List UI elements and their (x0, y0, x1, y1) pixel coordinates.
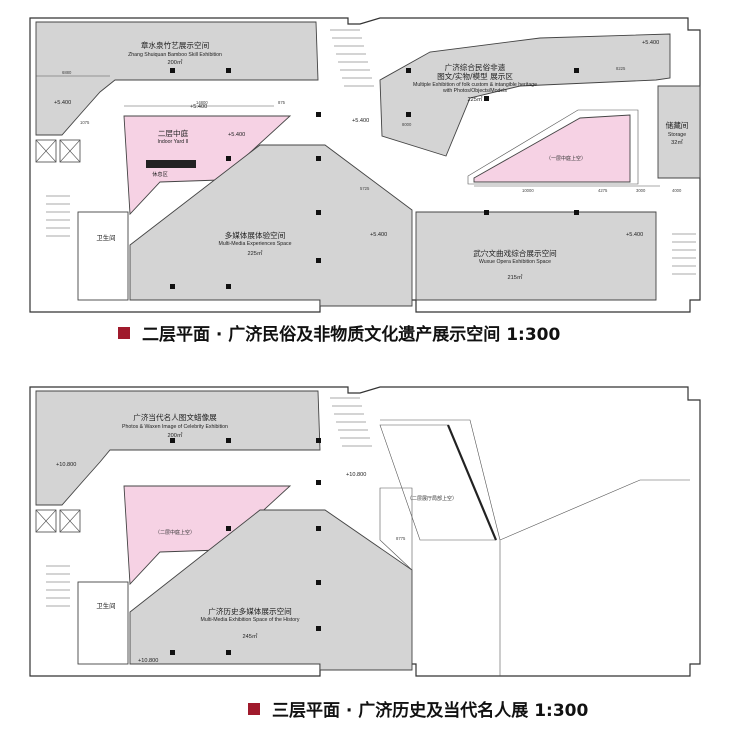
room-celebrity-exhibition (35, 390, 321, 506)
dimension: 3000 (636, 188, 646, 193)
roof-outline (380, 419, 690, 676)
dimension: 4000 (672, 188, 682, 193)
outer-wall (29, 386, 701, 677)
second-floor-plan: 章水泉竹艺展示空间 Zhang Shuiquan Bamboo Skill Ex… (29, 17, 701, 345)
plan-caption: 三层平面 · 广济历史及当代名人展 1:300 (272, 700, 588, 721)
room-label-en: Wuxue Opera Exhibition Space (479, 259, 551, 265)
room-area: 225㎡ (468, 95, 483, 103)
caption-marker (118, 327, 130, 339)
level-mark: +5.400 (370, 232, 387, 238)
void-label: （二层中庭上空） (155, 529, 195, 536)
room-area: 200㎡ (168, 431, 183, 439)
room-label-en: Multi-Media Experiences Space (219, 241, 292, 247)
room-area: 225㎡ (248, 249, 263, 257)
outer-wall (29, 17, 701, 313)
level-mark: +5.400 (190, 104, 207, 110)
room-storage (657, 85, 701, 179)
dimension: 8000 (402, 122, 412, 127)
level-mark: +5.400 (54, 100, 71, 106)
dimension: 4275 (598, 188, 608, 193)
dimension: 1075 (80, 120, 90, 125)
room-label-zh: 休息区 (152, 170, 168, 178)
level-mark: +5.400 (228, 132, 245, 138)
dimension: 6880 (62, 70, 72, 75)
room-bamboo-exhibition (35, 21, 319, 136)
room-label-en: Photos & Waxen Image of Celebrity Exhibi… (122, 424, 228, 430)
room-label-en: Storage (668, 132, 686, 138)
level-mark: +5.400 (642, 40, 659, 46)
room-label-en: Zhang Shuiquan Bamboo Skill Exhibition (128, 52, 222, 58)
room-label-zh: 武穴文曲戏综合展示空间 (473, 248, 557, 258)
stair (672, 233, 696, 275)
level-mark: +5.400 (626, 232, 643, 238)
room-area: 200㎡ (168, 58, 183, 66)
room-label-zh: 广济历史多媒体展示空间 (208, 606, 292, 616)
room-label-en: Multi-Media Exhibition Space of the Hist… (201, 617, 300, 623)
void-second-floor-courtyard (123, 485, 292, 586)
restroom-block (77, 211, 129, 301)
dimension: 8225 (616, 66, 626, 71)
level-mark: +5.400 (352, 118, 369, 124)
third-floor-plan: 广济当代名人图文蜡像展 Photos & Waxen Image of Cele… (29, 386, 701, 721)
room-multimedia-experience (129, 144, 413, 307)
dimension: 875 (278, 100, 286, 105)
room-label-en: Multiple Exhibition of folk custom & int… (413, 82, 537, 88)
room-folk-heritage (379, 33, 671, 157)
room-label-zh: 广济当代名人图文蜡像展 (133, 412, 217, 422)
void-second-floor-hall (379, 424, 497, 541)
rest-area-sign (146, 160, 196, 168)
room-label-zh: 章水泉竹艺展示空间 (141, 40, 209, 50)
room-label-zh: 图文/实物/模型 展示区 (437, 71, 513, 81)
room-area: 215㎡ (508, 273, 523, 281)
stair (330, 29, 374, 87)
dimension: 8775 (396, 536, 406, 541)
room-history-multimedia (129, 509, 413, 671)
room-label-zh: 储藏间 (666, 120, 689, 130)
restroom-block (77, 581, 129, 665)
room-label-en: with Photos/Objects/Models (443, 88, 507, 94)
room-label-zh: 二层中庭 (158, 128, 189, 138)
room-label-zh: 多媒体展体验空间 (225, 230, 286, 240)
room-indoor-yard-ii (123, 115, 292, 216)
void-first-floor (473, 114, 631, 183)
level-mark: +10.800 (138, 658, 158, 664)
dimension: 14800 (196, 100, 208, 105)
restroom-label: 卫生间 (96, 601, 115, 610)
dimension: 5725 (360, 186, 370, 191)
plan-caption: 二层平面 · 广济民俗及非物质文化遗产展示空间 1:300 (142, 324, 560, 345)
room-label-zh: 广济综合民俗非遗 (445, 62, 506, 72)
stair (46, 565, 70, 607)
dimension: 10000 (522, 188, 534, 193)
void-label: （二层展厅局部上空） (407, 495, 457, 502)
stair (330, 397, 372, 447)
void-label: （一层中庭上空） (546, 155, 586, 162)
stair (46, 195, 70, 237)
level-mark: +10.800 (346, 472, 366, 478)
level-mark: +10.800 (56, 462, 76, 468)
columns (170, 438, 321, 655)
room-area: 32㎡ (671, 138, 683, 146)
restroom-label: 卫生间 (96, 233, 115, 242)
room-label-en: Indoor Yard II (158, 139, 189, 145)
caption-marker (248, 703, 260, 715)
room-area: 245㎡ (243, 632, 258, 640)
columns (170, 68, 579, 289)
